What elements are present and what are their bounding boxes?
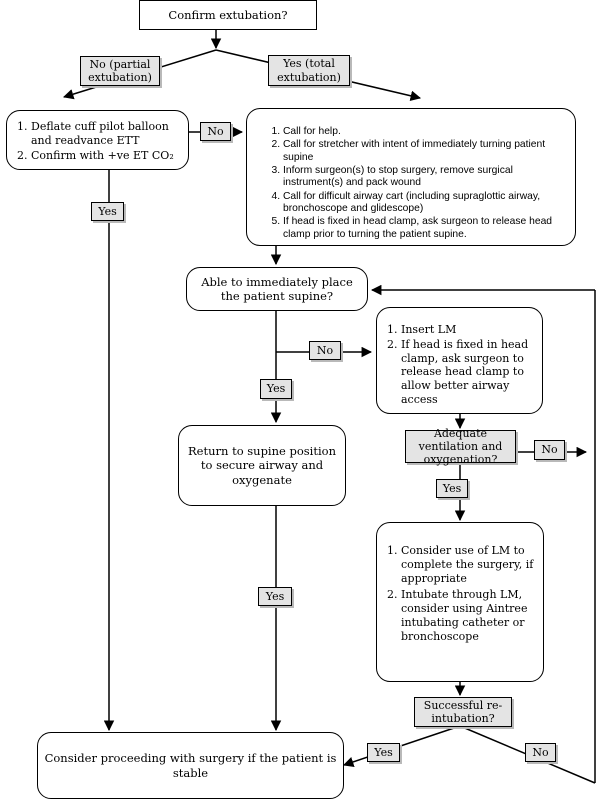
return-supine-box: Return to supine position to secure airw… — [178, 425, 346, 506]
arrow-reintub-yes — [343, 725, 461, 767]
total-step-3: Inform surgeon(s) to stop surgery, remov… — [283, 165, 565, 190]
final-text: Consider proceeding with surgery if the … — [44, 751, 337, 780]
total-extubation-box: Call for help. Call for stretcher with i… — [246, 108, 576, 246]
supine-question-text: Able to immediately place the patient su… — [201, 274, 353, 303]
no-label-supine: No — [309, 341, 341, 360]
partial-extubation-box: Deflate cuff pilot balloon and readvance… — [6, 110, 189, 170]
lm-step-2: If head is fixed in head clamp, ask surg… — [401, 338, 536, 407]
total-step-1: Call for help. — [283, 126, 565, 138]
no-partial-label: No (partial extubation) — [80, 56, 160, 86]
no-label-ventilation: No — [534, 440, 565, 460]
partial-step-2: Confirm with +ve ET CO₂ — [31, 149, 180, 163]
no-label-partial: No — [200, 122, 231, 141]
insert-lm-box: Insert LM If head is fixed in head clamp… — [376, 307, 543, 414]
yes-total-label: Yes (total extubation) — [268, 55, 350, 86]
lm-surgery-step-2: Intubate through LM, consider using Aint… — [401, 588, 539, 643]
reintubation-question-label: Successful re-intubation? — [414, 697, 512, 727]
partial-step-1: Deflate cuff pilot balloon and readvance… — [31, 120, 180, 148]
yes-label-supine: Yes — [260, 379, 292, 399]
yes-label-return: Yes — [258, 587, 292, 606]
lm-step-1: Insert LM — [401, 323, 536, 337]
total-step-5: If head is fixed in head clamp, ask surg… — [283, 216, 565, 241]
lm-surgery-box: Consider use of LM to complete the surge… — [376, 522, 544, 682]
no-label-reintubation: No — [525, 743, 556, 762]
yes-label-partial: Yes — [91, 202, 124, 221]
supine-question-box: Able to immediately place the patient su… — [186, 267, 368, 311]
yes-label-ventilation: Yes — [436, 479, 468, 498]
final-box: Consider proceeding with surgery if the … — [37, 732, 344, 799]
yes-label-reintubation: Yes — [367, 743, 400, 762]
ventilation-question-label: Adequate ventilation and oxygenation? — [405, 427, 516, 466]
total-step-2: Call for stretcher with intent of immedi… — [283, 139, 565, 164]
total-step-4: Call for difficult airway cart (includin… — [283, 191, 565, 216]
lm-surgery-step-1: Consider use of LM to complete the surge… — [401, 544, 539, 585]
confirm-extubation-text: Confirm extubation? — [168, 7, 288, 22]
return-supine-text: Return to supine position to secure airw… — [188, 443, 336, 487]
confirm-extubation-box: Confirm extubation? — [139, 0, 317, 30]
